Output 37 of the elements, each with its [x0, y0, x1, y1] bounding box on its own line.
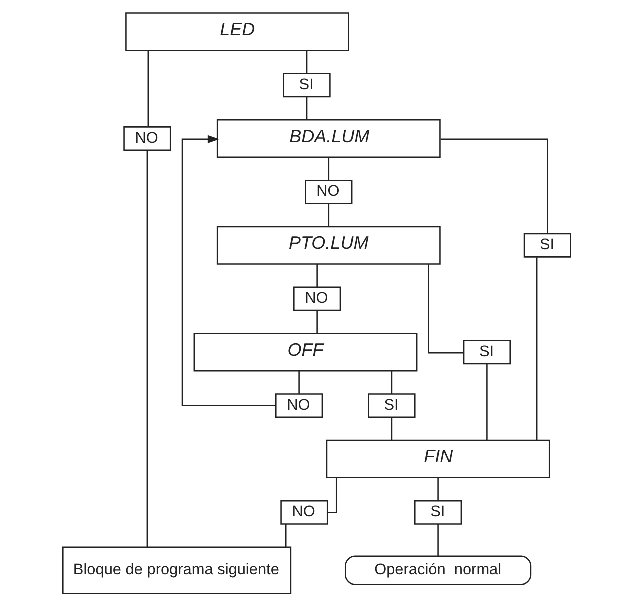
node-box: OFF [194, 333, 418, 372]
connector [316, 310, 318, 334]
connector [438, 478, 439, 502]
node-box: SI [524, 233, 572, 258]
node-box: NO [305, 180, 353, 204]
connector [536, 258, 538, 440]
connector [486, 364, 488, 441]
connector [328, 478, 338, 514]
connector [328, 204, 330, 227]
node-box: Bloque de programa siguiente [62, 546, 292, 594]
connector [391, 371, 393, 394]
node-box: NO [124, 126, 172, 151]
arrow [182, 135, 276, 406]
connector [428, 264, 464, 354]
connector [440, 138, 548, 234]
connector [298, 371, 300, 394]
connector [306, 50, 308, 74]
node-box: SI [463, 340, 511, 365]
node-box: PTO.LUM [216, 226, 441, 265]
node-box: NO [276, 394, 324, 418]
connector [146, 150, 148, 548]
node-box: LED [126, 12, 350, 52]
connector [148, 51, 150, 128]
node-box: SI [283, 73, 331, 98]
node-box: Operación normal [345, 556, 532, 586]
node-box: BDA.LUM [216, 119, 441, 158]
node-box: FIN [326, 440, 550, 479]
connector [391, 418, 393, 440]
connector [306, 97, 308, 120]
node-box: NO [280, 500, 328, 525]
connector [438, 524, 439, 556]
node-box: SI [414, 500, 462, 525]
connector [316, 264, 318, 288]
connector [328, 157, 330, 181]
node-box: SI [368, 394, 416, 418]
connector [285, 524, 287, 548]
node-box: NO [294, 286, 342, 312]
